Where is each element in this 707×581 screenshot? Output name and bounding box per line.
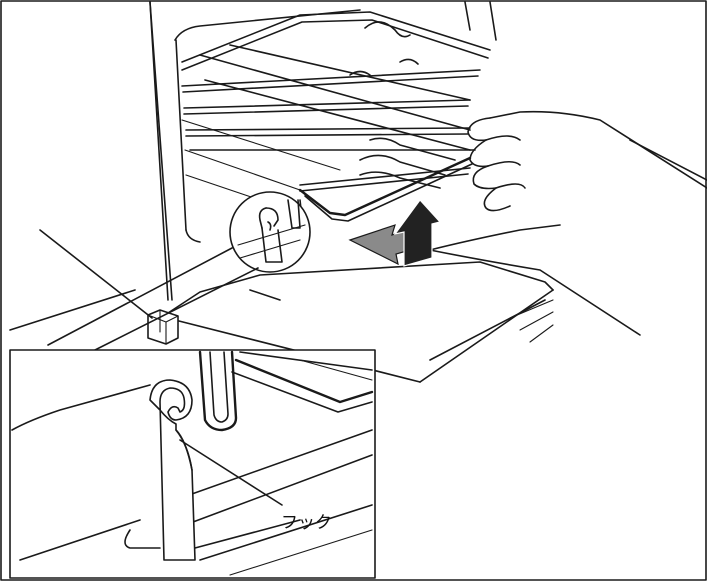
zoom-inset: フック (10, 350, 375, 578)
hook-label: フック (281, 513, 332, 533)
lift-arrow-icon (395, 200, 440, 266)
magnifier-circle (48, 192, 310, 350)
direction-arrows (350, 200, 440, 266)
wire-rack (182, 12, 490, 230)
oven-body (10, 2, 707, 382)
